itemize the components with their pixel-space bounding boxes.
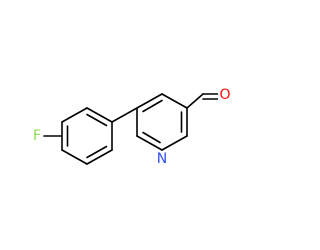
oxygen-label-bg (218, 87, 232, 103)
ring-b-double-3 (142, 131, 161, 144)
ring-b-bond-1 (136, 93, 163, 109)
oxygen-label: O (219, 87, 230, 103)
nitrogen-label-bg (156, 151, 169, 167)
ring-a-bond-4 (86, 149, 113, 165)
fluorophenyl-ring (61, 107, 113, 165)
aldehyde-single-bond (186, 93, 204, 109)
ring-a-bond-1 (61, 107, 88, 123)
ring-a-double-2 (86, 145, 108, 159)
biaryl-bond (111, 107, 138, 123)
ring-a-bond-5 (61, 149, 88, 165)
ring-b-bond-4 (161, 135, 188, 151)
ring-a-double-1 (86, 113, 108, 127)
nitrogen-atom: N (156, 151, 169, 167)
aldehyde-group (186, 93, 220, 109)
ring-a-bond-2 (86, 107, 113, 123)
fluorine-atom: F (31, 128, 43, 144)
fluorine-label-bg (31, 128, 43, 144)
ring-b-bond-2 (161, 93, 188, 109)
ring-b-bond-5 (136, 135, 163, 151)
oxygen-atom: O (218, 87, 232, 103)
pyridine-ring (136, 93, 188, 151)
nitrogen-label: N (157, 151, 167, 167)
ring-b-double-1 (142, 99, 163, 113)
chemical-structure: F N O (31, 87, 232, 167)
fluorine-label: F (33, 128, 41, 144)
